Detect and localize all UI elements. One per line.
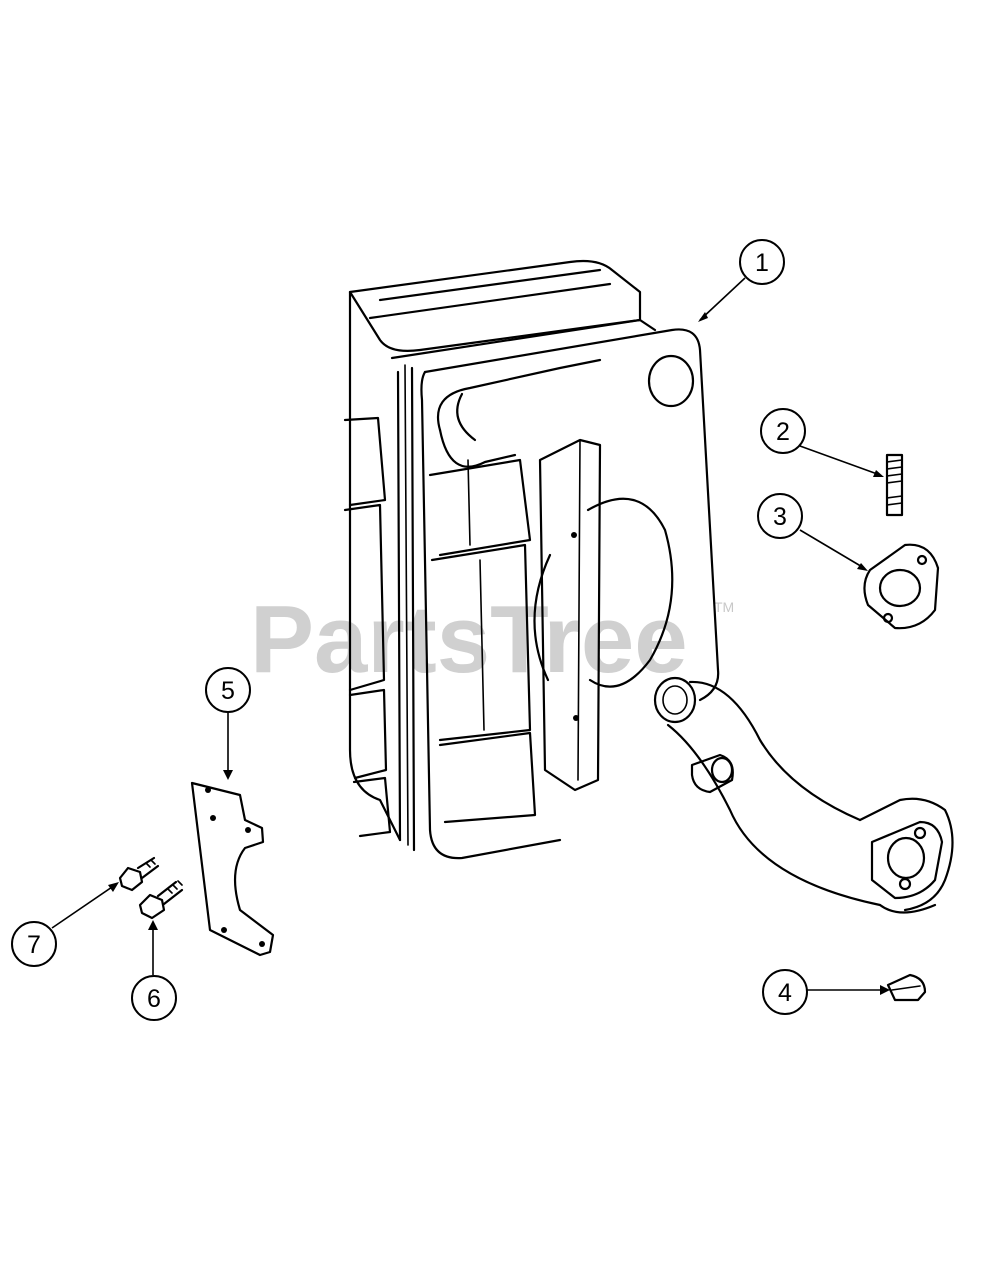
callout-label-6: 6 (147, 985, 161, 1013)
callout-3: 3 (757, 493, 803, 539)
watermark-trademark: TM (714, 599, 734, 615)
callout-label-1: 1 (755, 249, 769, 277)
gasket-part (863, 543, 940, 630)
plug-part (886, 973, 927, 1002)
leader-lines (51, 277, 890, 995)
watermark-text: PartsTree (250, 586, 688, 693)
exhaust-pipe (653, 676, 954, 914)
callout-5: 5 (205, 667, 251, 713)
callout-4: 4 (762, 969, 808, 1015)
callout-label-2: 2 (776, 418, 790, 446)
watermark: PartsTree TM (250, 586, 734, 693)
callout-label-7: 7 (27, 931, 41, 959)
callout-1: 1 (739, 239, 785, 285)
callout-label-4: 4 (778, 979, 792, 1007)
callout-2: 2 (760, 408, 806, 454)
stud-part (885, 453, 904, 517)
callout-7: 7 (11, 921, 57, 967)
bolt-part-7 (118, 856, 160, 892)
muffler-part (343, 259, 734, 860)
callout-label-3: 3 (773, 503, 787, 531)
callout-label-5: 5 (221, 677, 235, 705)
callout-6: 6 (131, 975, 177, 1021)
bracket-part (190, 781, 275, 957)
bolt-part-6 (138, 880, 184, 920)
